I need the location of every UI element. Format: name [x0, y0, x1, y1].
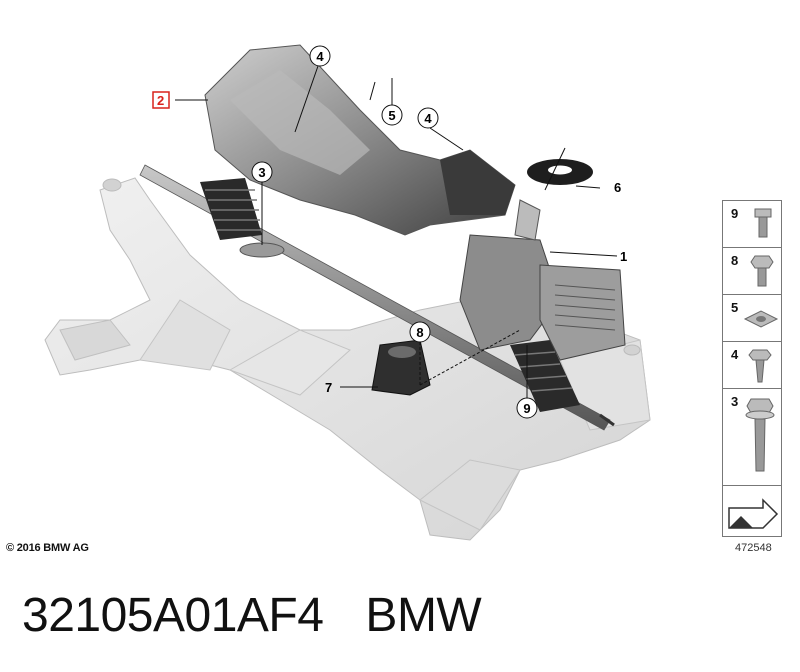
copyright-notice: © 2016 BMW AG [6, 542, 89, 554]
brand-name: BMW [365, 589, 482, 642]
callout-2-highlighted: 2 [152, 91, 170, 109]
svg-text:2: 2 [157, 93, 164, 108]
steering-rack-exploded-diagram: 4 5 4 3 8 9 1 6 7 2 [44, 44, 651, 541]
hex-bolt-icon [750, 255, 774, 287]
clip-nut-icon [743, 310, 779, 328]
left-boot [200, 178, 262, 240]
drawing-number: 472548 [735, 542, 772, 554]
part-number-caption: 32105A01AF4 BMW [22, 588, 482, 643]
callout-5: 5 [381, 104, 403, 126]
legend-item-8: 8 [722, 247, 782, 294]
callout-7: 7 [325, 380, 332, 395]
fastener-legend: 9 8 5 4 3 [722, 200, 782, 537]
hex-screw-icon [748, 349, 772, 383]
callout-4-right: 4 [417, 107, 439, 129]
svg-text:6: 6 [614, 180, 621, 195]
callout-9: 9 [516, 397, 538, 419]
callout-3: 3 [251, 161, 273, 183]
heat-shield [204, 44, 516, 236]
flange-bolt-icon [754, 208, 772, 238]
long-bolt-icon [745, 398, 775, 472]
mounting-bracket [371, 339, 431, 396]
svg-text:7: 7 [325, 380, 332, 395]
callout-6: 6 [614, 180, 621, 195]
svg-text:3: 3 [258, 165, 265, 180]
front-subframe [44, 177, 651, 541]
steering-gearbox [459, 199, 626, 361]
svg-text:1: 1 [620, 249, 627, 264]
steering-rack [139, 164, 626, 431]
arrow-corner-icon[interactable] [723, 486, 783, 536]
callout-1: 1 [620, 249, 627, 264]
leader-lines [175, 65, 618, 398]
svg-text:5: 5 [388, 108, 395, 123]
svg-text:9: 9 [523, 401, 530, 416]
svg-text:4: 4 [316, 49, 324, 64]
seal-ring [527, 159, 593, 185]
legend-item-9: 9 [722, 200, 782, 247]
callout-4-top: 4 [309, 45, 331, 67]
legend-item-3: 3 [722, 388, 782, 485]
callout-8: 8 [409, 321, 431, 343]
part-number: 32105A01AF4 [22, 589, 324, 642]
svg-text:4: 4 [424, 111, 432, 126]
legend-item-4: 4 [722, 341, 782, 388]
legend-nav-cell[interactable] [722, 485, 782, 537]
legend-item-5: 5 [722, 294, 782, 341]
svg-text:8: 8 [416, 325, 423, 340]
